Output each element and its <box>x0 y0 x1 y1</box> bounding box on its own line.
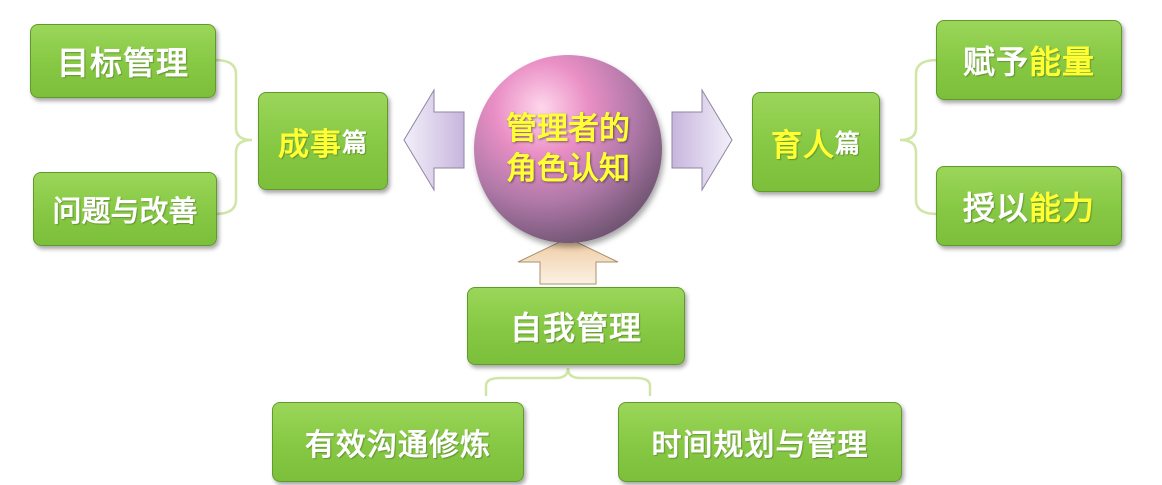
right-category-box: 育人篇 <box>752 92 880 192</box>
right-item-highlight: 能量 <box>1029 43 1096 81</box>
right-arrow <box>671 88 733 192</box>
center-circle: 管理者的 角色认知 <box>474 55 662 243</box>
left-item-problem: 问题与改善 <box>33 172 217 246</box>
bottom-category-label: 自我管理 <box>509 309 642 347</box>
left-bracket <box>214 58 253 216</box>
up-arrow <box>517 237 619 285</box>
right-item-highlight: 能力 <box>1029 189 1096 227</box>
bottom-bracket <box>484 367 652 396</box>
right-item-prefix: 赋予 <box>962 43 1029 81</box>
left-category-suffix: 篇 <box>341 128 368 157</box>
center-title-line2: 角色认知 <box>506 151 630 187</box>
left-category-box: 成事篇 <box>258 92 388 190</box>
right-category-highlight: 育人 <box>770 127 835 164</box>
center-title-line1: 管理者的 <box>506 111 630 147</box>
right-item-energy: 赋予能量 <box>936 20 1122 100</box>
left-category-highlight: 成事 <box>277 126 342 163</box>
left-item-goal: 目标管理 <box>30 24 216 98</box>
bottom-category-box: 自我管理 <box>467 287 685 365</box>
bottom-item-communication: 有效沟通修炼 <box>272 402 524 482</box>
right-bracket <box>899 58 938 216</box>
left-item-label: 问题与改善 <box>52 194 198 228</box>
right-item-prefix: 授以 <box>962 189 1029 227</box>
bottom-item-time: 时间规划与管理 <box>618 402 902 482</box>
left-arrow <box>403 88 465 192</box>
bottom-item-label: 有效沟通修炼 <box>305 428 491 463</box>
right-category-suffix: 篇 <box>834 129 861 158</box>
left-item-label: 目标管理 <box>56 44 189 82</box>
bottom-item-label: 时间规划与管理 <box>651 428 869 463</box>
right-item-ability: 授以能力 <box>936 166 1122 246</box>
